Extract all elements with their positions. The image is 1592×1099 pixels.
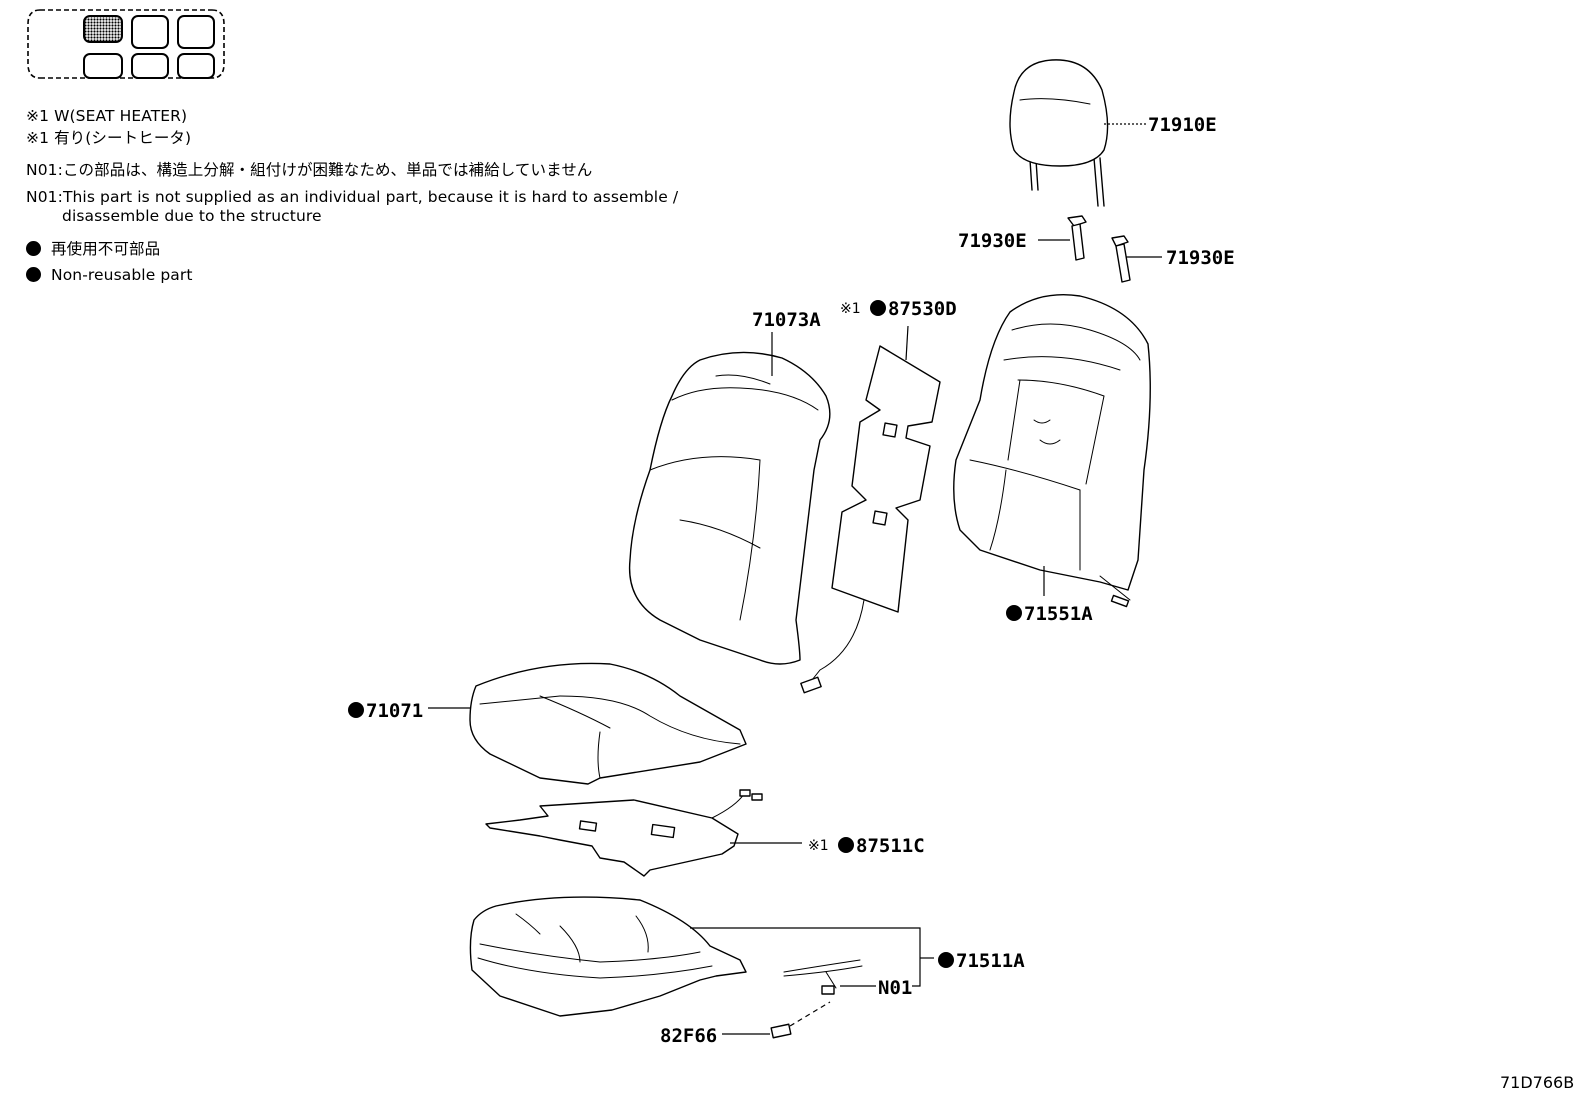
label-71551A: 71551A — [1024, 603, 1093, 625]
headrest-support-right-drawing — [1111, 235, 1131, 283]
note-seat-heater-en: ※1 W(SEAT HEATER) — [26, 107, 188, 125]
non-reusable-dot-icon — [348, 702, 364, 718]
label-71930E-right: 71930E — [1166, 247, 1235, 269]
note-n01-en-line1: N01:This part is not supplied as an indi… — [26, 188, 679, 206]
note-seat-heater-jp: ※1 有り(シートヒータ) — [26, 129, 192, 147]
headrest-drawing — [1009, 59, 1109, 207]
cushion-pad-drawing — [469, 896, 863, 1017]
non-reusable-dot-icon — [870, 300, 886, 316]
seat-position-selector-icon — [27, 9, 225, 79]
note-n01-en-line2: disassemble due to the structure — [62, 207, 322, 225]
non-reusable-dot-icon — [26, 267, 41, 282]
diagram-id: 71D766B — [1500, 1073, 1574, 1092]
label-87530D-mark: ※1 — [840, 301, 861, 317]
headrest-support-left-drawing — [1067, 215, 1087, 261]
note-nonreusable-jp: 再使用不可部品 — [26, 240, 160, 259]
cushion-cover-drawing — [469, 662, 747, 785]
seatback-pad-drawing — [953, 294, 1151, 608]
note-n01-jp: N01:この部品は、構造上分解・組付けが困難なため、単品では補給していません — [26, 161, 593, 179]
non-reusable-dot-icon — [938, 952, 954, 968]
seatback-heater-drawing — [800, 345, 941, 694]
non-reusable-dot-icon — [26, 241, 41, 256]
label-87530D: 87530D — [888, 298, 957, 320]
non-reusable-dot-icon — [1006, 605, 1022, 621]
label-71910E: 71910E — [1148, 114, 1217, 136]
label-71511A: 71511A — [956, 950, 1025, 972]
label-N01: N01 — [878, 977, 912, 999]
cushion-heater-drawing — [485, 789, 763, 877]
non-reusable-dot-icon — [838, 837, 854, 853]
label-87511C-mark: ※1 — [808, 838, 829, 854]
label-87511C: 87511C — [856, 835, 925, 857]
label-71930E-left: 71930E — [958, 230, 1027, 252]
note-nonreusable-en: Non-reusable part — [26, 266, 193, 285]
label-71071: 71071 — [366, 700, 423, 722]
seatback-cover-drawing — [628, 351, 831, 665]
nonreusable-en-text: Non-reusable part — [51, 266, 193, 284]
label-82F66: 82F66 — [660, 1025, 717, 1047]
label-71073A: 71073A — [752, 309, 821, 331]
nonreusable-jp-text: 再使用不可部品 — [51, 240, 161, 258]
connector-drawing — [770, 1023, 792, 1039]
